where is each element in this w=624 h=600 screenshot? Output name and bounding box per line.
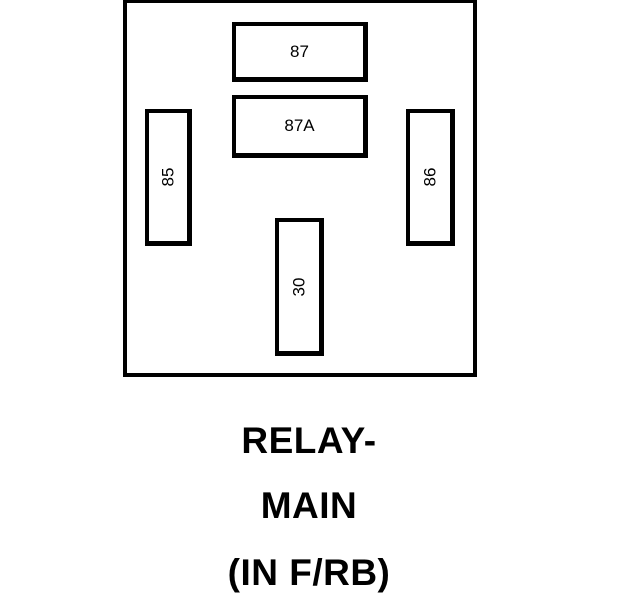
pin-85-label: 85 bbox=[157, 167, 177, 187]
relay-housing bbox=[123, 0, 477, 377]
pin-30-terminal: 30 bbox=[275, 218, 324, 356]
pin-86-label: 86 bbox=[419, 167, 439, 187]
caption-line-1: RELAY- bbox=[241, 420, 377, 461]
pin-87-terminal: 87 bbox=[232, 22, 368, 82]
pin-87-label: 87 bbox=[290, 41, 309, 61]
caption-line-2: MAIN bbox=[260, 485, 358, 526]
pin-86-terminal: 86 bbox=[406, 109, 455, 246]
pin-87a-label: 87A bbox=[284, 116, 315, 135]
pin-85-terminal: 85 bbox=[145, 109, 192, 246]
pin-87a-terminal: 87A bbox=[232, 95, 368, 158]
caption-line-3: (IN F/RB) bbox=[227, 552, 391, 593]
pin-30-label: 30 bbox=[288, 277, 308, 296]
